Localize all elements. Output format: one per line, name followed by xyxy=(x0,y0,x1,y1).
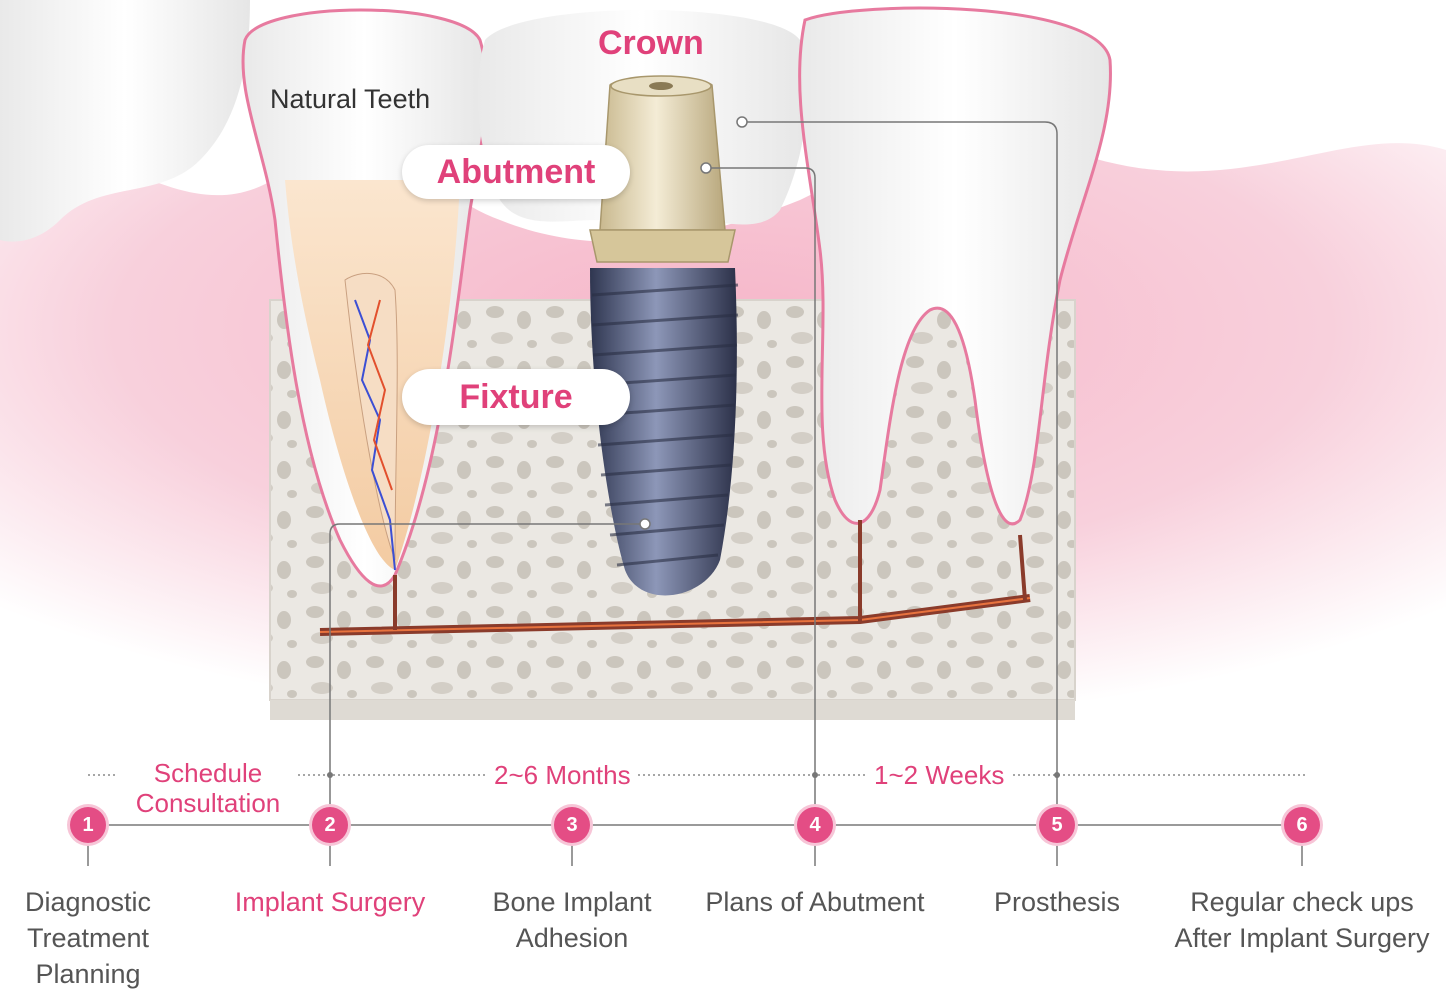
step-2-marker: 2 xyxy=(312,807,348,843)
step-4-marker: 4 xyxy=(797,807,833,843)
fixture-label: Fixture xyxy=(402,369,630,425)
step-4-label: Plans of Abutment xyxy=(680,884,950,920)
step-3-marker: 3 xyxy=(554,807,590,843)
phase-weeks-label: 1~2 Weeks xyxy=(868,760,1010,791)
step-2-label: Implant Surgery xyxy=(210,884,450,920)
step-5-marker: 5 xyxy=(1039,807,1075,843)
step-5-label: Prosthesis xyxy=(967,884,1147,920)
abutment-label: Abutment xyxy=(402,145,630,199)
phase-schedule-label: Schedule Consultation xyxy=(118,758,298,818)
phase-months-label: 2~6 Months xyxy=(488,760,637,791)
step-3-label: Bone Implant Adhesion xyxy=(472,884,672,956)
timeline-ticks xyxy=(88,825,1302,866)
step-1-label: Diagnostic Treatment Planning xyxy=(0,884,176,992)
step-6-label: Regular check ups After Implant Surgery xyxy=(1160,884,1444,956)
natural-teeth-label: Natural Teeth xyxy=(270,84,430,115)
step-6-marker: 6 xyxy=(1284,807,1320,843)
step-1-marker: 1 xyxy=(70,807,106,843)
crown-label: Crown xyxy=(598,24,704,63)
